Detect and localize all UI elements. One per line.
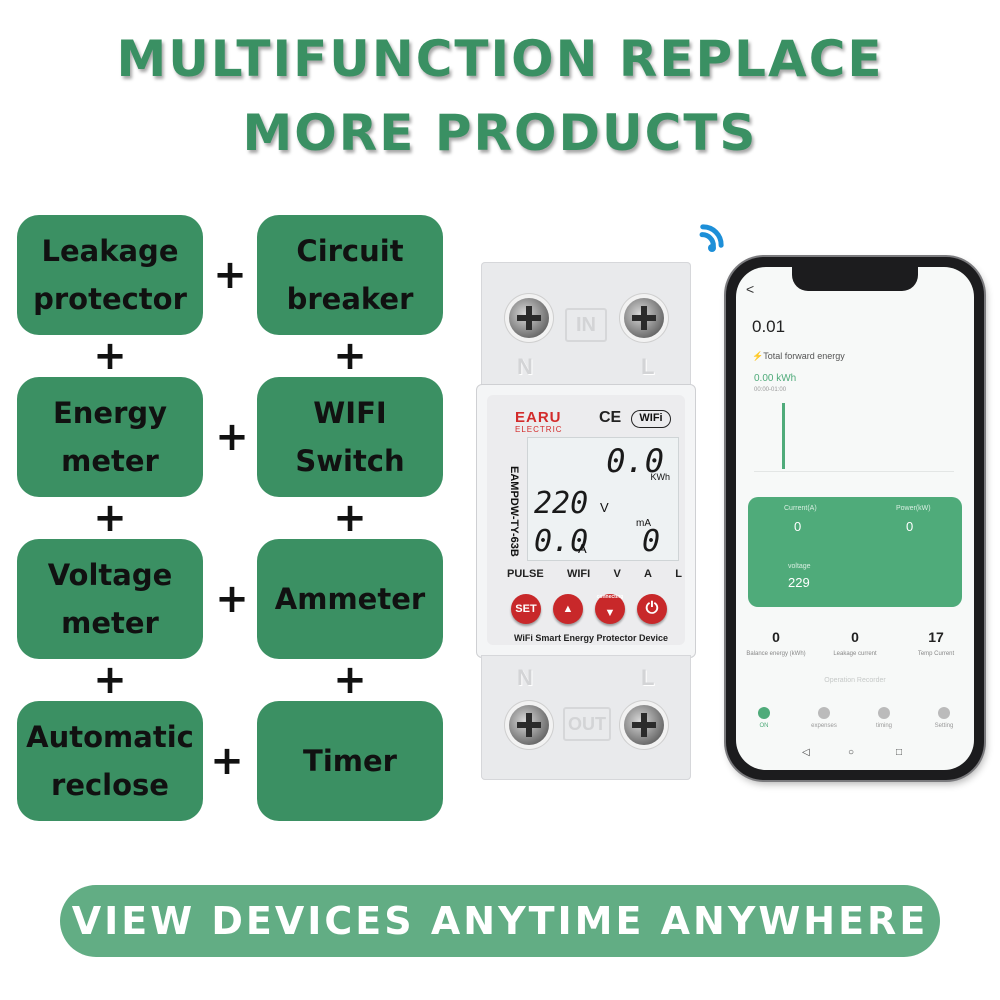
energy-value: 0.01 — [752, 317, 786, 336]
set-button[interactable]: SET — [511, 594, 541, 624]
terminal-screw-icon — [624, 705, 664, 745]
brand-subtitle: ELECTRIC — [515, 425, 563, 434]
plus-icon: + — [213, 252, 247, 298]
phone-notch — [792, 267, 918, 291]
nav-recents-icon[interactable]: □ — [896, 747, 903, 758]
time-range: 00:00-01:00 — [754, 387, 787, 393]
lcd-energy: 0.0 — [606, 442, 664, 480]
plus-icon: + — [93, 657, 127, 703]
indicator-v: V — [613, 568, 621, 580]
terminal-screw-icon — [509, 705, 549, 745]
indicator-labels: PULSE WIFI V A L — [507, 568, 682, 580]
gear-icon — [938, 707, 950, 719]
brand-logo: EARU — [515, 409, 562, 426]
plus-icon: + — [93, 495, 127, 541]
ce-mark: CE — [599, 409, 622, 426]
smart-energy-protector-device: IN N L EARU ELECTRIC CE WIFi EAMPDW-TY-6… — [476, 262, 696, 780]
back-icon[interactable]: < — [746, 281, 755, 297]
connecting-caption: connecting — [596, 594, 624, 600]
lcd-display: 0.0 KWh 220 V 0.0 A 0 mA — [527, 437, 679, 561]
operation-recorder-link[interactable]: Operation Recorder — [824, 677, 886, 684]
phone-screen: < 0.01 ⚡Total forward energy 0.00 kWh 00… — [736, 267, 974, 770]
indicator-a: A — [644, 568, 652, 580]
plus-icon: + — [215, 576, 249, 622]
l-label: L — [641, 665, 655, 690]
terminal-screw-icon — [624, 298, 664, 338]
feature-ammeter: Ammeter — [257, 539, 443, 659]
readings-card: Current(A) 0 Power(kW) 0 voltage 229 — [748, 497, 962, 607]
chart-axis — [754, 471, 954, 472]
headline-line-2: MORE PRODUCTS — [242, 104, 758, 162]
device-top-terminal: IN N L — [481, 262, 691, 387]
plus-icon: + — [333, 333, 367, 379]
plus-icon: + — [93, 333, 127, 379]
lcd-current-unit: A — [578, 541, 587, 556]
lcd-voltage: 220 — [534, 486, 589, 521]
device-bottom-terminal: N L OUT — [481, 655, 691, 780]
nav-back-icon[interactable]: ◁ — [802, 747, 810, 758]
plus-icon: + — [215, 414, 249, 460]
n-label: N — [517, 354, 533, 379]
plus-icon: + — [333, 657, 367, 703]
device-caption: WiFi Smart Energy Protector Device — [514, 633, 668, 643]
current-label: Current(A) — [784, 505, 817, 512]
temp-current-value: 17 — [928, 629, 944, 645]
out-label: OUT — [563, 707, 611, 741]
l-label: L — [641, 354, 655, 379]
model-number: EAMPDW-TY-63B — [508, 466, 520, 557]
tab-expenses[interactable]: expenses — [804, 707, 844, 729]
power-value: 0 — [906, 519, 914, 534]
in-label: IN — [565, 308, 607, 342]
indicator-l: L — [675, 568, 682, 580]
up-button[interactable]: ▲ — [553, 594, 583, 624]
feature-timer: Timer — [257, 701, 443, 821]
current-value: 0 — [794, 519, 802, 534]
lcd-leakage: 0 — [642, 524, 661, 559]
lcd-energy-unit: KWh — [650, 472, 670, 482]
indicator-pulse: PULSE — [507, 568, 544, 580]
terminal-screw-icon — [509, 298, 549, 338]
indicator-wifi: WIFI — [566, 568, 591, 580]
leakage-current-label: Leakage current — [833, 651, 877, 657]
tab-timing[interactable]: timing — [864, 707, 904, 729]
plus-icon: + — [210, 738, 244, 784]
power-button[interactable]: ⏻ — [637, 594, 667, 624]
voltage-label: voltage — [788, 563, 811, 570]
lcd-current: 0.0 — [534, 524, 589, 559]
bottom-banner: VIEW DEVICES ANYTIME ANYWHERE — [60, 885, 940, 957]
plus-icon: + — [333, 495, 367, 541]
lcd-voltage-unit: V — [600, 500, 609, 515]
balance-energy-label: Balance energy (kWh) — [746, 651, 806, 657]
down-arrow-icon: ▼ — [604, 607, 616, 619]
headline-line-1: MULTIFUNCTION REPLACE — [116, 30, 884, 88]
power-label: Power(kW) — [896, 505, 931, 512]
wifi-badge: WIFi — [631, 410, 671, 428]
expenses-icon — [818, 707, 830, 719]
temp-current-label: Temp Current — [917, 651, 955, 657]
lightning-icon: ⚡ — [752, 351, 764, 361]
down-button[interactable]: connecting ▼ — [595, 594, 625, 624]
tab-on[interactable]: ON — [744, 707, 784, 729]
device-front-panel: EARU ELECTRIC CE WIFi EAMPDW-TY-63B 0.0 … — [476, 384, 696, 658]
kwh-value: 0.00 kWh — [754, 373, 797, 384]
voltage-value: 229 — [788, 575, 810, 590]
metric-label: ⚡Total forward energy — [752, 351, 845, 361]
lcd-leakage-unit: mA — [636, 518, 651, 529]
chart-bar — [782, 403, 785, 469]
toggle-icon — [758, 707, 770, 719]
smartphone: < 0.01 ⚡Total forward energy 0.00 kWh 00… — [726, 257, 984, 780]
nav-home-icon[interactable]: ○ — [848, 747, 855, 758]
leakage-current-value: 0 — [851, 629, 859, 645]
n-label: N — [517, 665, 533, 690]
wifi-signal-icon — [699, 224, 724, 252]
clock-icon — [878, 707, 890, 719]
tab-setting[interactable]: Setting — [924, 707, 964, 729]
balance-energy-value: 0 — [772, 629, 780, 645]
